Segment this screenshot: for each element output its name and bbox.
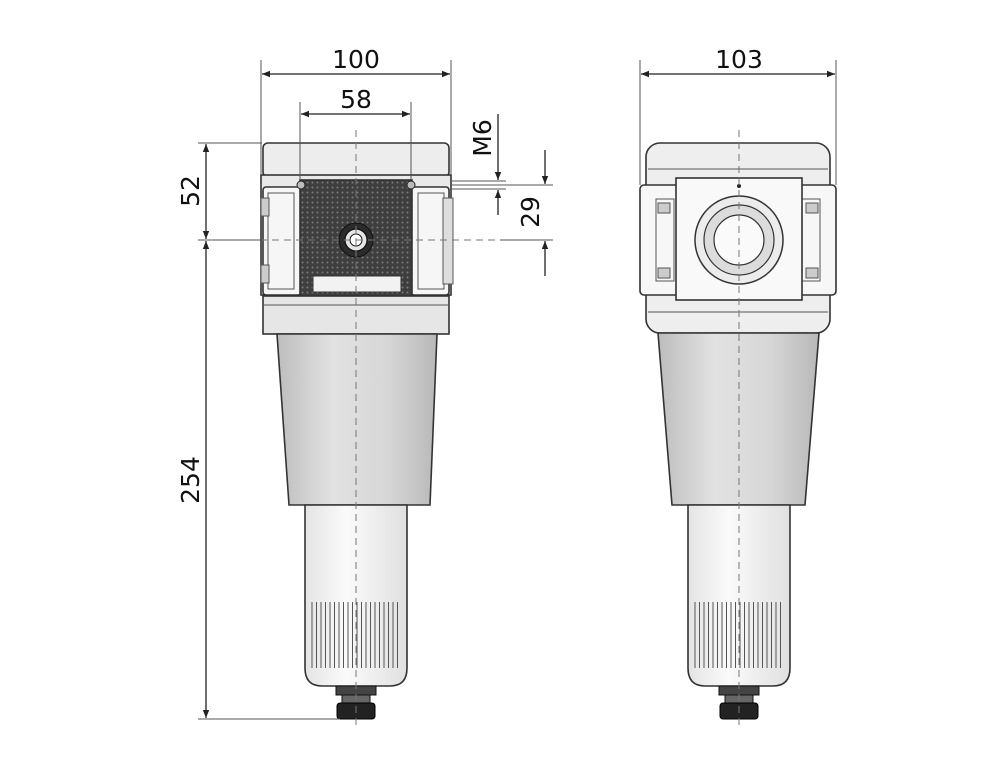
dim-label-mount-thread: M6 — [468, 119, 497, 156]
dim-label-mount-height: 29 — [516, 196, 545, 228]
front-drain-ribs — [311, 602, 398, 668]
knurled-drain-icon — [335, 685, 377, 720]
side-drain-ribs — [694, 602, 781, 668]
mount-screw-right — [406, 180, 416, 190]
dimension-annotations: 100 58 M6 29 52 254 103 — [176, 45, 837, 720]
dim-label-side-width: 103 — [715, 45, 763, 74]
mount-screw-left — [296, 180, 306, 190]
dim-label-top-height: 52 — [176, 175, 205, 207]
dim-label-total-height: 254 — [176, 456, 205, 504]
front-filter-bowl — [276, 333, 438, 506]
front-label-plate — [312, 275, 402, 293]
dim-label-front-width: 100 — [332, 45, 380, 74]
front-view — [200, 130, 500, 728]
side-knurled-drain-icon — [718, 685, 760, 720]
dim-label-port-spacing: 58 — [340, 85, 372, 114]
side-view — [639, 130, 837, 728]
